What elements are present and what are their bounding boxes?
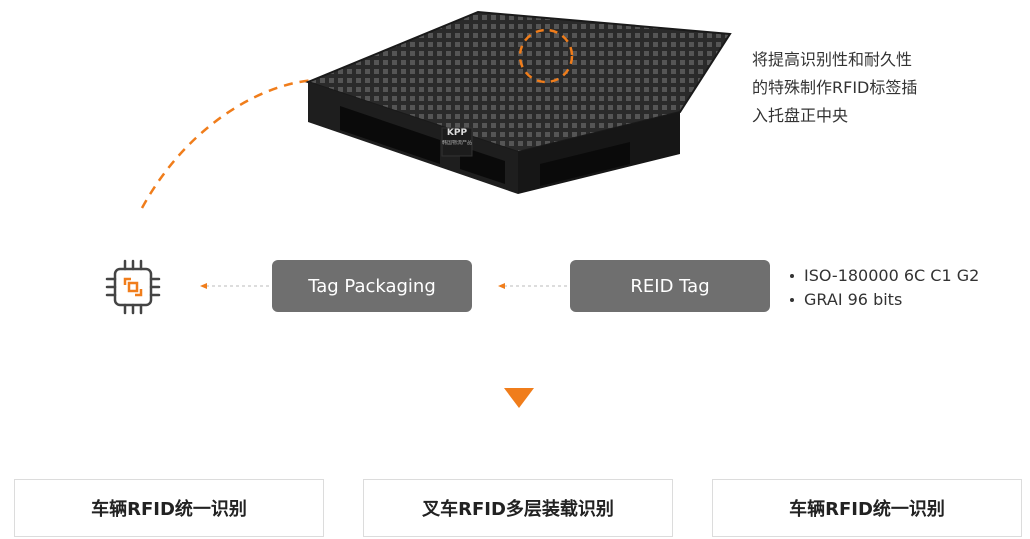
pallet-brand: KPP xyxy=(446,128,468,138)
reid-tag-label: REID Tag xyxy=(630,275,710,297)
spec-item: ISO-180000 6C C1 G2 xyxy=(790,264,1010,288)
flow-arrow xyxy=(498,283,568,289)
flow-arrow xyxy=(200,283,270,289)
tag-specs-list: ISO-180000 6C C1 G2 GRAI 96 bits xyxy=(790,264,1010,312)
use-case-label: 叉车RFID多层装载识别 xyxy=(422,499,614,520)
triangle-down-icon xyxy=(504,388,534,408)
pallet-brand-sub: 韩国物流产品 xyxy=(441,140,472,146)
rfid-chip-icon xyxy=(105,259,161,315)
tag-packaging-label: Tag Packaging xyxy=(308,275,436,297)
description-line: 入托盘正中央 xyxy=(752,106,849,125)
pallet-brand-label: KPP xyxy=(442,128,472,138)
pallet-description: 将提高识别性和耐久性 的特殊制作RFID标签插 入托盘正中央 xyxy=(752,46,1002,130)
use-case-box: 车辆RFID统一识别 xyxy=(14,479,324,537)
use-case-box: 叉车RFID多层装载识别 xyxy=(363,479,673,537)
use-case-box: 车辆RFID统一识别 xyxy=(712,479,1022,537)
tag-packaging-box: Tag Packaging xyxy=(272,260,472,312)
connector-arc xyxy=(140,48,531,209)
description-line: 的特殊制作RFID标签插 xyxy=(752,78,918,97)
use-case-label: 车辆RFID统一识别 xyxy=(91,499,247,520)
pallet-illustration xyxy=(305,10,732,194)
description-line: 将提高识别性和耐久性 xyxy=(752,50,913,69)
use-case-label: 车辆RFID统一识别 xyxy=(789,499,945,520)
reid-tag-box: REID Tag xyxy=(570,260,770,312)
spec-item: GRAI 96 bits xyxy=(790,288,1010,312)
